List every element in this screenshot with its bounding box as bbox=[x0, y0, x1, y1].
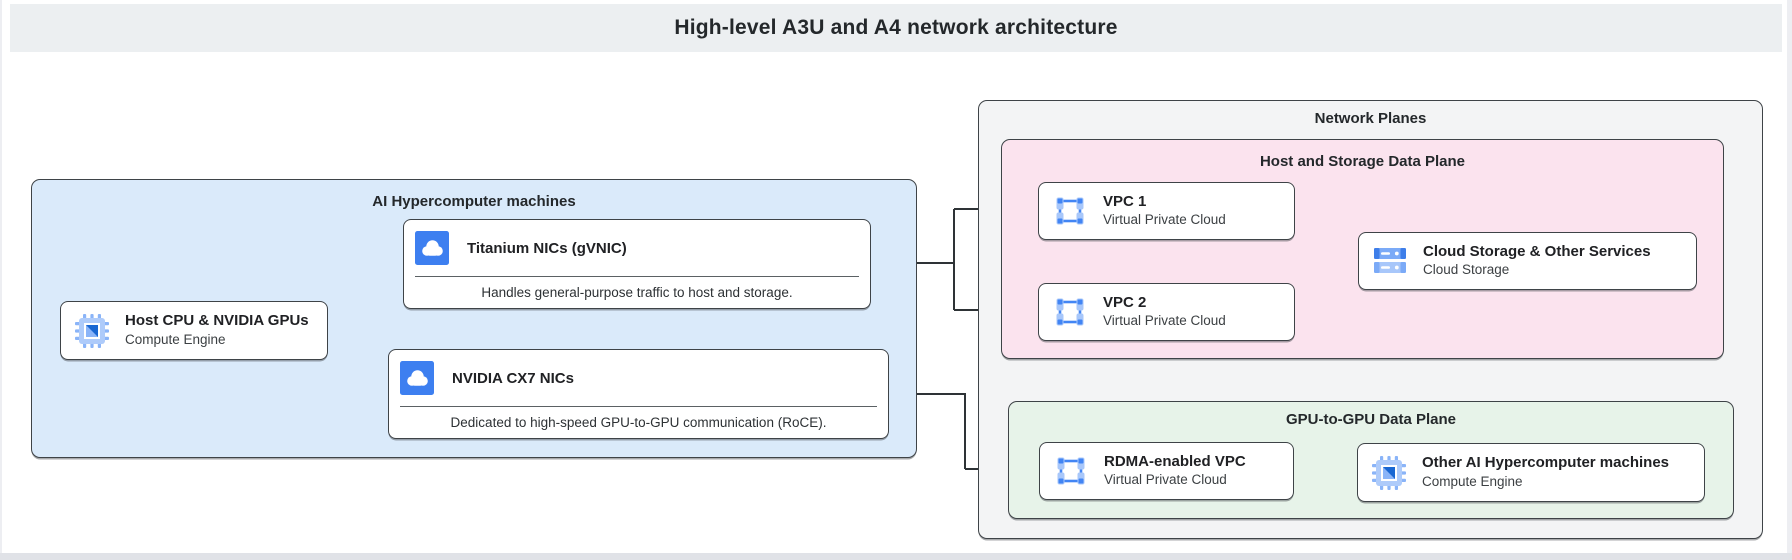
divider bbox=[400, 406, 877, 407]
vpc-icon bbox=[1057, 457, 1085, 485]
gpu-plane-container: GPU-to-GPU Data Plane RDMA-enabled VPC bbox=[1008, 401, 1734, 519]
node-title: VPC 2 bbox=[1103, 293, 1147, 311]
node-title: Titanium NICs (gVNIC) bbox=[467, 239, 627, 257]
node-title: NVIDIA CX7 NICs bbox=[452, 369, 574, 387]
node-host-cpu-gpus: Host CPU & NVIDIA GPUs Compute Engine bbox=[60, 301, 328, 360]
node-title: Cloud Storage & Other Services bbox=[1423, 242, 1651, 260]
machines-container-label: AI Hypercomputer machines bbox=[372, 193, 576, 210]
vpc-icon bbox=[1056, 197, 1084, 225]
node-subtitle: Virtual Private Cloud bbox=[1104, 472, 1227, 488]
node-titanium-nics: Titanium NICs (gVNIC) Handles general-pu… bbox=[403, 219, 871, 309]
node-title: VPC 1 bbox=[1103, 192, 1147, 210]
machines-container: AI Hypercomputer machines Host CPU & NVI… bbox=[31, 179, 917, 458]
node-title: RDMA-enabled VPC bbox=[1104, 452, 1246, 470]
cloud-storage-icon bbox=[1374, 247, 1406, 273]
network-planes-container: Network Planes Host and Storage Data Pla… bbox=[978, 100, 1763, 539]
diagram-header: High-level A3U and A4 network architectu… bbox=[10, 4, 1782, 52]
divider bbox=[415, 276, 859, 277]
node-subtitle: Compute Engine bbox=[125, 331, 226, 347]
cloud-nic-icon bbox=[400, 361, 434, 395]
node-other-machines: Other AI Hypercomputer machines Compute … bbox=[1357, 443, 1705, 502]
network-planes-label: Network Planes bbox=[1314, 110, 1427, 127]
vpc-icon bbox=[1056, 298, 1084, 326]
node-vpc1: VPC 1 Virtual Private Cloud bbox=[1038, 182, 1295, 240]
node-cloud-storage: Cloud Storage & Other Services Cloud Sto… bbox=[1358, 232, 1697, 290]
node-description: Handles general-purpose traffic to host … bbox=[481, 285, 793, 300]
gpu-plane-label: GPU-to-GPU Data Plane bbox=[1285, 411, 1457, 428]
node-subtitle: Virtual Private Cloud bbox=[1103, 313, 1226, 329]
host-storage-plane-label: Host and Storage Data Plane bbox=[1259, 153, 1466, 170]
node-title: Host CPU & NVIDIA GPUs bbox=[125, 312, 309, 330]
node-nvidia-cx7-nics: NVIDIA CX7 NICs Dedicated to high-speed … bbox=[388, 349, 889, 439]
node-vpc2: VPC 2 Virtual Private Cloud bbox=[1038, 283, 1295, 341]
compute-engine-chip-icon bbox=[75, 313, 109, 348]
node-subtitle: Virtual Private Cloud bbox=[1103, 212, 1226, 228]
page-left-edge bbox=[0, 0, 2, 560]
page-right-edge bbox=[1787, 0, 1792, 560]
node-description: Dedicated to high-speed GPU-to-GPU commu… bbox=[450, 415, 827, 430]
compute-engine-chip-icon bbox=[1372, 455, 1406, 490]
page-title: High-level A3U and A4 network architectu… bbox=[674, 16, 1118, 39]
node-subtitle: Cloud Storage bbox=[1423, 262, 1510, 278]
node-subtitle: Compute Engine bbox=[1422, 473, 1523, 489]
host-storage-plane-container: Host and Storage Data Plane VPC 1 Virt bbox=[1001, 139, 1724, 359]
cloud-nic-icon bbox=[415, 231, 449, 265]
node-title: Other AI Hypercomputer machines bbox=[1422, 454, 1670, 472]
page-bottom-edge bbox=[0, 553, 1792, 560]
node-rdma-vpc: RDMA-enabled VPC Virtual Private Cloud bbox=[1039, 442, 1294, 500]
